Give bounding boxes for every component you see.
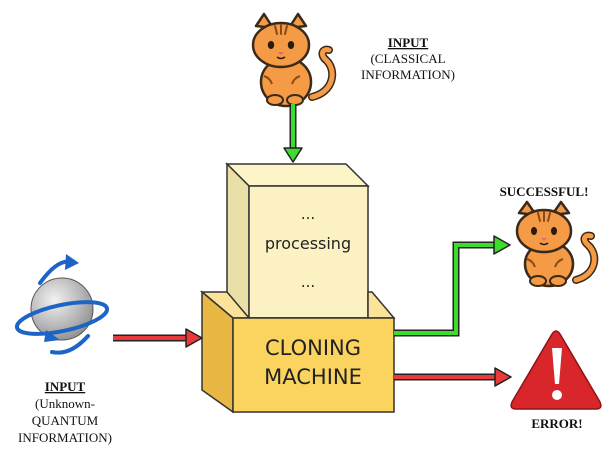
success-arrow bbox=[394, 235, 511, 337]
classical-input-line2: INFORMATION) bbox=[361, 67, 455, 82]
processing-box: ... processing ... bbox=[225, 162, 370, 320]
qubit-sphere-icon bbox=[14, 254, 110, 355]
quantum-input-heading: INPUT bbox=[45, 379, 86, 394]
warning-triangle-icon bbox=[510, 330, 602, 410]
error-arrow bbox=[394, 367, 512, 387]
processing-bottom-dots: ... bbox=[301, 273, 315, 291]
success-label: SUCCESSFUL! bbox=[500, 184, 589, 199]
processing-label: processing bbox=[265, 234, 351, 253]
quantum-input-line1: (Unknown- bbox=[35, 396, 95, 411]
quantum-input-line2: QUANTUM bbox=[32, 413, 99, 428]
classical-input-heading: INPUT bbox=[388, 35, 429, 50]
classical-input-arrow bbox=[283, 104, 303, 163]
machine-label-line2: MACHINE bbox=[264, 365, 362, 389]
cloning-machine-box: CLONING MACHINE bbox=[199, 290, 396, 414]
processing-top-dots: ... bbox=[301, 205, 315, 223]
quantum-input-arrow bbox=[113, 328, 203, 348]
error-label: ERROR! bbox=[531, 416, 582, 431]
cat-icon bbox=[515, 200, 599, 288]
cat-icon bbox=[251, 12, 337, 108]
quantum-input-line3: INFORMATION) bbox=[18, 430, 112, 445]
machine-label-line1: CLONING bbox=[265, 336, 361, 360]
classical-input-line1: (CLASSICAL bbox=[370, 51, 445, 66]
